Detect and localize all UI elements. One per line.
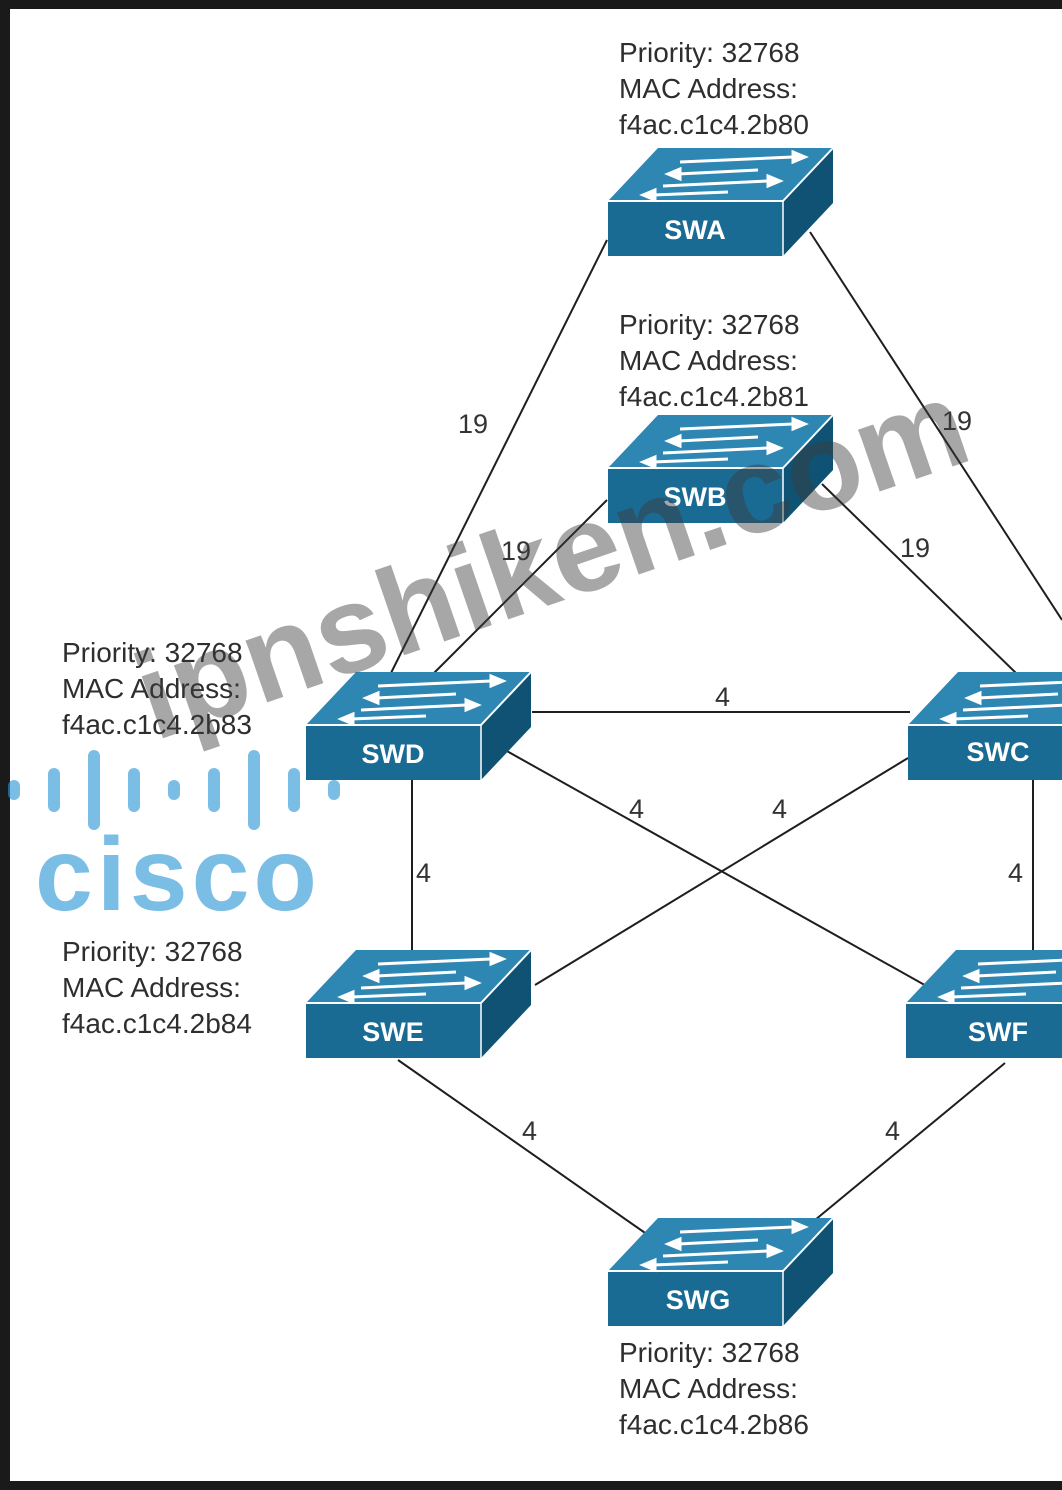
link-swb-swc [821,483,1019,676]
mac-label: MAC Address: [619,1373,798,1404]
mac-value: f4ac.c1c4.2b83 [62,709,252,740]
switch-swc: SWC [906,670,1062,782]
switch-swa: SWA [606,146,835,258]
cost-swd-swf: 4 [629,794,644,824]
swe-info: Priority: 32768 MAC Address: f4ac.c1c4.2… [62,934,252,1042]
link-swd-swf [504,749,931,989]
swa-info: Priority: 32768 MAC Address: f4ac.c1c4.2… [619,35,809,143]
link-swc-swe [534,757,909,986]
switch-swf: SWF [904,948,1062,1060]
priority-text: Priority: 32768 [619,1337,800,1368]
priority-text: Priority: 32768 [62,637,243,668]
links [389,231,1062,1236]
mac-label: MAC Address: [62,972,241,1003]
link-swa-swd [389,239,608,676]
mac-label: MAC Address: [619,73,798,104]
switch-label: SWD [362,739,425,769]
mac-label: MAC Address: [619,345,798,376]
mac-value: f4ac.c1c4.2b80 [619,109,809,140]
switch-label: SWG [666,1285,731,1315]
link-swf-swg [814,1062,1006,1221]
switch-swg: SWG [606,1216,835,1328]
link-swe-swg [397,1059,649,1236]
cost-swa-swc: 19 [942,406,972,436]
mac-value: f4ac.c1c4.2b81 [619,381,809,412]
switch-swe: SWE [304,948,533,1060]
swb-info: Priority: 32768 MAC Address: f4ac.c1c4.2… [619,307,809,415]
cost-swf-swg: 4 [885,1116,900,1146]
priority-text: Priority: 32768 [62,936,243,967]
switch-label: SWF [968,1017,1028,1047]
cost-swb-swc: 19 [900,533,930,563]
cost-swd-swe: 4 [416,858,431,888]
switch-label: SWA [664,215,726,245]
switch-label: SWB [664,482,727,512]
mac-value: f4ac.c1c4.2b86 [619,1409,809,1440]
cost-swc-swe: 4 [772,794,787,824]
switch-swd: SWD [304,670,533,782]
mac-value: f4ac.c1c4.2b84 [62,1008,252,1039]
switch-swb: SWB [606,413,835,525]
link-costs: 19 19 19 19 4 4 4 4 4 4 4 [416,406,1023,1146]
mac-label: MAC Address: [62,673,241,704]
cost-swd-swc: 4 [715,682,730,712]
switch-label: SWE [362,1017,424,1047]
cost-swc-swf: 4 [1008,858,1023,888]
cost-swe-swg: 4 [522,1116,537,1146]
priority-text: Priority: 32768 [619,309,800,340]
link-swa-swc [809,231,1062,621]
priority-text: Priority: 32768 [619,37,800,68]
swd-info: Priority: 32768 MAC Address: f4ac.c1c4.2… [62,635,252,743]
cost-swb-swd: 19 [501,536,531,566]
cost-swa-swd: 19 [458,409,488,439]
link-swb-swd [431,499,608,676]
swg-info: Priority: 32768 MAC Address: f4ac.c1c4.2… [619,1335,809,1443]
switch-label: SWC [967,737,1030,767]
